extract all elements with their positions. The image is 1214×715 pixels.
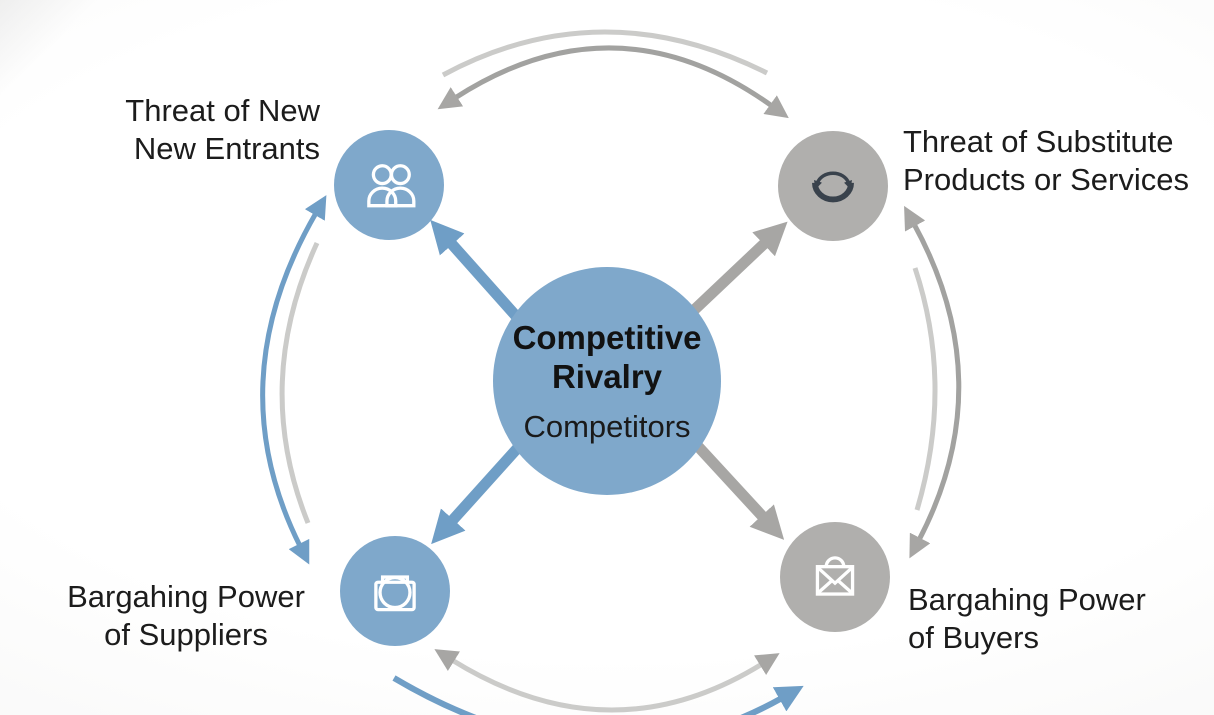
node-new-entrants: [334, 130, 444, 240]
label-substitutes-line2: Products or Services: [903, 162, 1189, 197]
label-buyers-line2: of Buyers: [908, 620, 1039, 655]
arrow-center-to-suppliers: [431, 438, 528, 545]
arc-left-double-arrow: [260, 195, 327, 565]
arrow-center-to-buyers: [689, 438, 785, 540]
center-title: Competitive Rivalry: [493, 318, 721, 396]
node-suppliers: [340, 536, 450, 646]
cycle-refresh-icon: [812, 171, 854, 203]
node-buyers: [780, 522, 890, 632]
label-suppliers-line2: of Suppliers: [104, 617, 268, 652]
label-new-entrants: Threat of New New Entrants: [78, 92, 320, 168]
arc-bottom-blue-arrow: [392, 675, 804, 715]
arc-top-double-arrow: [437, 45, 789, 119]
label-suppliers: Bargahing Power of Suppliers: [60, 578, 312, 654]
center-subtitle: Competitors: [523, 409, 691, 444]
arrow-center-to-new-entrants: [430, 219, 529, 329]
label-buyers: Bargahing Power of Buyers: [908, 581, 1146, 657]
arc-top-inner: [441, 29, 769, 78]
camera-icon: [374, 575, 416, 612]
label-new-entrants-line2: New Entrants: [133, 131, 320, 166]
label-new-entrants-line1: Threat of New: [125, 93, 320, 128]
center-title-line1: Competitive: [512, 319, 702, 356]
label-substitutes-line1: Threat of Substitute: [903, 124, 1174, 159]
people-icon: [367, 164, 416, 208]
arc-left-inner: [279, 241, 320, 524]
label-substitutes: Threat of Substitute Products or Service…: [903, 123, 1189, 199]
arrow-center-to-substitutes: [688, 221, 788, 316]
center-node-competitive-rivalry: Competitive Rivalry Competitors: [493, 267, 721, 495]
label-suppliers-line1: Bargahing Power: [67, 579, 305, 614]
arc-right-double-arrow: [904, 205, 962, 559]
arc-bottom-double-arrow: [434, 649, 780, 713]
arc-right-inner: [912, 267, 938, 511]
center-title-line2: Rivalry: [551, 358, 663, 395]
envelope-bag-icon: [815, 556, 855, 596]
label-buyers-line1: Bargahing Power: [908, 582, 1146, 617]
node-substitutes: [778, 131, 888, 241]
